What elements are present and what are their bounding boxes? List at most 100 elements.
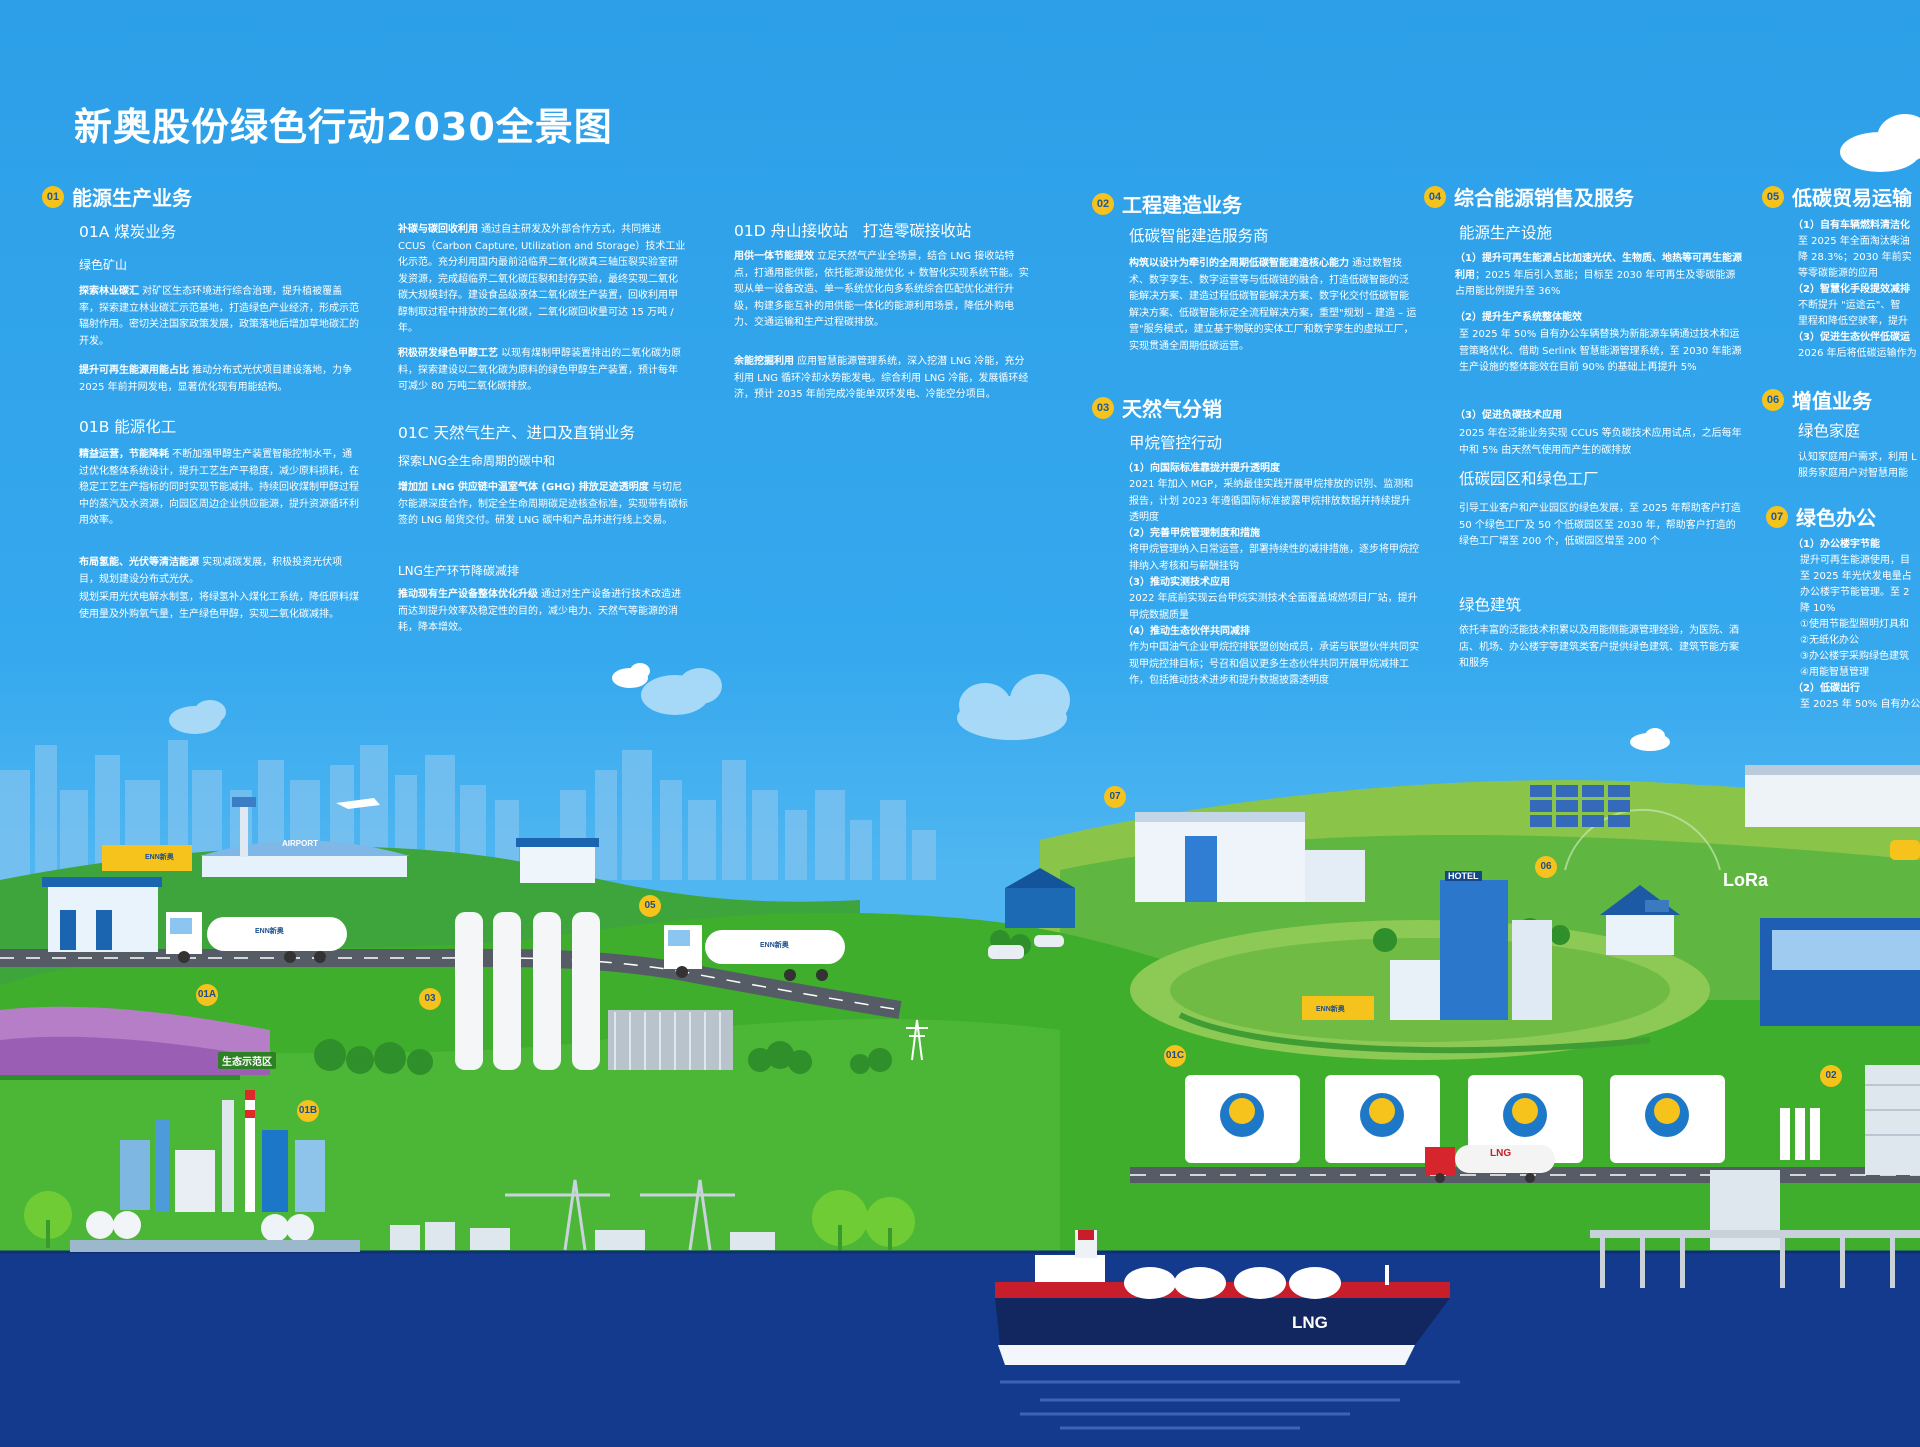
paragraph: 服务家庭用户对智慧用能 bbox=[1798, 468, 1908, 479]
paragraph: 降 10% bbox=[1800, 603, 1836, 614]
section-title: 综合能源销售及服务 bbox=[1454, 186, 1634, 210]
paragraph: 推动现有生产设备整体优化升级 通过对生产设备进行技术改造进而达到提升效率及稳定性… bbox=[398, 589, 682, 633]
section-01-header: 01 能源生产业务 bbox=[42, 182, 192, 211]
paragraph: 提升可再生能源用能占比 推动分布式光伏项目建设落地，力争 2025 年前并网发电… bbox=[79, 365, 353, 393]
list-item: ③办公楼宇采购绿色建筑 bbox=[1800, 651, 1909, 662]
paragraph: 作为中国油气企业甲烷控排联盟创始成员，承诺与联盟伙伴共同实现甲烷控排目标；号召和… bbox=[1129, 642, 1419, 686]
smart-home bbox=[1564, 808, 1721, 955]
paragraph: 2021 年加入 MGP，采纳最佳实践开展甲烷排放的识别、监测和报告，计划 20… bbox=[1129, 479, 1414, 523]
eco-zone-label: 生态示范区 bbox=[218, 1052, 276, 1069]
fence bbox=[608, 1010, 733, 1070]
airport-building bbox=[200, 797, 410, 877]
list-item: ②无纸化办公 bbox=[1800, 635, 1859, 646]
paragraph: 至 2025 年全面淘汰柴油 bbox=[1798, 236, 1910, 247]
subsection-title: 01B 能源化工 bbox=[79, 418, 177, 436]
section-07-header: 07 绿色办公 bbox=[1766, 502, 1876, 531]
section-02-header: 02 工程建造业务 bbox=[1092, 189, 1242, 218]
scene-badge-01a: 01A bbox=[196, 984, 218, 1006]
lng-ship bbox=[995, 1230, 1450, 1365]
tanker-truck bbox=[664, 925, 845, 981]
chemical-plant bbox=[70, 1090, 360, 1252]
paragraph: 办公楼宇节能管理。至 2 bbox=[1800, 587, 1910, 598]
paragraph: 补碳与碳回收利用 通过自主研发及外部合作方式，共同推进 CCUS（Carbon … bbox=[398, 224, 686, 334]
paragraph: 构筑以设计为牵引的全周期低碳智能建造核心能力 通过数智技术、数字孪生、数字运营等… bbox=[1129, 258, 1417, 352]
list-heading: （3）促进生态伙伴低碳运 bbox=[1793, 332, 1910, 343]
section-number: 07 bbox=[1766, 505, 1788, 528]
scene-badge-02: 02 bbox=[1820, 1065, 1842, 1087]
list-heading: （1）办公楼宇节能 bbox=[1793, 539, 1880, 550]
enn-label-station: ENN新奥 bbox=[145, 854, 174, 861]
lng-truck bbox=[1425, 1145, 1555, 1183]
sea-waves bbox=[1000, 1380, 1460, 1430]
control-room bbox=[1760, 918, 1920, 1026]
paragraph: 至 2025 年光伏发电量占 bbox=[1800, 571, 1912, 582]
list-heading: （3）促进负碳技术应用 bbox=[1455, 410, 1562, 421]
paragraph: （1）提升可再生能源占比加速光伏、生物质、地热等可再生能源利用；2025 年后引… bbox=[1455, 253, 1742, 297]
paragraph: 不断提升 "运途云"、智 bbox=[1798, 300, 1901, 311]
paragraph: 里程和降低空驶率，提升 bbox=[1798, 316, 1908, 327]
paragraph: 提升可再生能源使用，目 bbox=[1800, 555, 1910, 566]
list-item: ①使用节能型照明灯具和 bbox=[1800, 619, 1909, 630]
list-item: ④用能智慧管理 bbox=[1800, 667, 1869, 678]
paragraph: 等零碳能源的应用 bbox=[1798, 268, 1878, 279]
subsection-title: 能源生产设施 bbox=[1459, 224, 1553, 242]
section-title: 天然气分销 bbox=[1122, 397, 1222, 421]
paragraph: 引导工业客户和产业园区的绿色发展，至 2025 年帮助客户打造 50 个绿色工厂… bbox=[1459, 503, 1741, 547]
hotel-building bbox=[1302, 880, 1552, 1020]
section-title: 增值业务 bbox=[1792, 389, 1872, 413]
section-number: 05 bbox=[1762, 185, 1784, 208]
lng-truck-label: LNG bbox=[1490, 1148, 1512, 1159]
paragraph: 2026 年后将低碳运输作为 bbox=[1798, 348, 1917, 359]
paragraph: 探索林业碳汇 对矿区生态环境进行综合治理，提升植被覆盖率，探索建立林业碳汇示范基… bbox=[79, 286, 359, 347]
subsection-title: 低碳园区和绿色工厂 bbox=[1459, 470, 1599, 488]
enn-label-truck2: ENN新奥 bbox=[760, 942, 789, 949]
subsection-title: 低碳智能建造服务商 bbox=[1129, 227, 1269, 245]
power-tower bbox=[906, 1019, 928, 1061]
lng-terminal-tanks bbox=[1185, 1075, 1725, 1163]
section-05-header: 05 低碳贸易运输 bbox=[1762, 182, 1912, 211]
list-heading: （1）自有车辆燃料清洁化 bbox=[1793, 220, 1910, 231]
paragraph: 规划采用光伏电解水制氢，将绿氢补入煤化工系统，降低原料煤使用量及外购氧气量，生产… bbox=[79, 592, 359, 620]
paragraph: 依托丰富的泛能技术积累以及用能侧能源管理经验，为医院、酒店、机场、办公楼宇等建筑… bbox=[1459, 625, 1739, 669]
paragraph: 至 2025 年 50% 自有办公车辆替换为新能源车辆通过技术和运营策略优化、借… bbox=[1459, 329, 1742, 373]
paragraph: 2025 年在泛能业务实现 CCUS 等负碳技术应用试点，之后每年中和 5% 由… bbox=[1459, 428, 1742, 456]
section-title: 工程建造业务 bbox=[1122, 193, 1242, 217]
enn-label-truck: ENN新奥 bbox=[255, 928, 284, 935]
scene-badge-07: 07 bbox=[1104, 786, 1126, 808]
subsection-subtitle: 绿色矿山 bbox=[79, 258, 128, 272]
section-number: 01 bbox=[42, 185, 64, 208]
storage-tanks bbox=[455, 912, 600, 1070]
section-number: 03 bbox=[1092, 396, 1114, 419]
paragraph: 余能挖掘利用 应用智慧能源管理系统，深入挖潜 LNG 冷能，充分利用 LNG 循… bbox=[734, 356, 1029, 400]
lora-label: LoRa bbox=[1723, 870, 1768, 890]
section-number: 06 bbox=[1762, 388, 1784, 411]
cloud-icon bbox=[169, 668, 1070, 740]
scene-badge-06: 06 bbox=[1535, 856, 1557, 878]
section-number: 02 bbox=[1092, 192, 1114, 215]
section-title: 能源生产业务 bbox=[72, 186, 192, 210]
paragraph: 增加加 LNG 供应链中温室气体 (GHG) 排放足迹透明度 与切尼尔能源深度合… bbox=[398, 482, 688, 526]
list-heading: （2）低碳出行 bbox=[1793, 683, 1860, 694]
tanker-truck bbox=[166, 912, 347, 963]
subsection-title: 绿色建筑 bbox=[1459, 596, 1522, 614]
page-title: 新奥股份绿色行动2030全景图 bbox=[74, 105, 613, 149]
paragraph: 布局氢能、光伏等清洁能源 实现减碳发展，积极投资光伏项目，规划建设分布式光伏。 bbox=[79, 557, 343, 585]
airport-label: AIRPORT bbox=[282, 839, 318, 848]
section-06-header: 06 增值业务 bbox=[1762, 385, 1872, 414]
list-heading: （1）向国际标准靠拢并提升透明度 bbox=[1123, 463, 1280, 474]
list-heading: （3）推动实测技术应用 bbox=[1123, 577, 1230, 588]
section-title: 绿色办公 bbox=[1796, 506, 1876, 530]
scene-badge-03: 03 bbox=[419, 988, 441, 1010]
office-building bbox=[1135, 812, 1365, 902]
section-03-header: 03 天然气分销 bbox=[1092, 393, 1222, 422]
paragraph: 用供一体节能提效 立足天然气产业全场景，结合 LNG 接收站特点，打通用能供能，… bbox=[734, 251, 1029, 328]
subsection-title: 绿色家庭 bbox=[1798, 422, 1861, 440]
section-title: 低碳贸易运输 bbox=[1792, 186, 1912, 210]
paragraph: 降 28.3%；2030 年前实 bbox=[1798, 252, 1912, 263]
subsection-subtitle: LNG生产环节降碳减排 bbox=[398, 564, 519, 578]
solar-panels bbox=[1530, 785, 1630, 827]
subsection-title: 01D 舟山接收站 打造零碳接收站 bbox=[734, 222, 972, 240]
paragraph: 至 2025 年 50% 自有办公 bbox=[1800, 699, 1920, 710]
